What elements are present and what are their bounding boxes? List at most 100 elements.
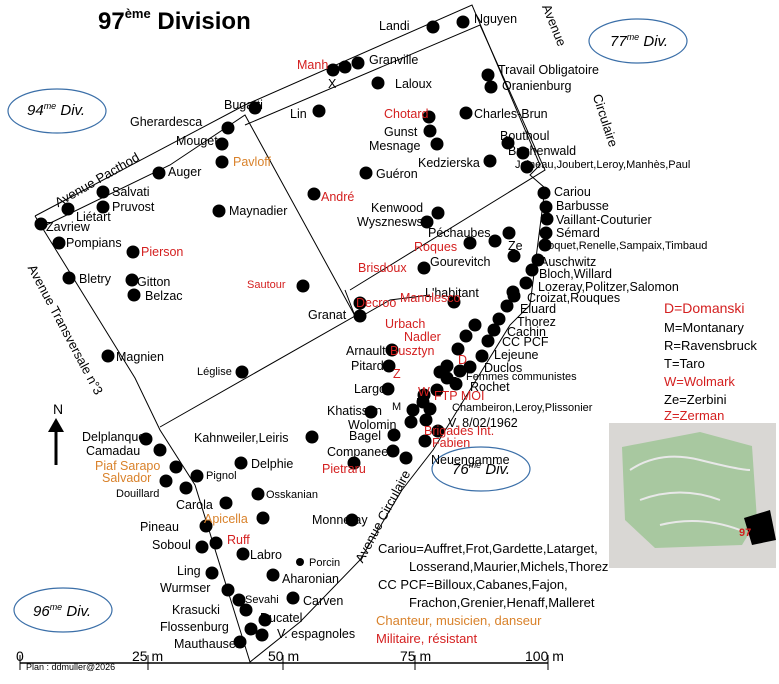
note-cariou: Cariou=Auffret,Frot,Gardette,Latarget, xyxy=(378,541,598,556)
grave-label: Moquet,Renelle,Sampaix,Timbaud xyxy=(539,240,708,252)
grave-label: Mesnage xyxy=(369,139,421,153)
grave-dot xyxy=(139,432,153,446)
grave-label: X xyxy=(328,77,337,91)
grave-label: Busztyn xyxy=(390,344,435,358)
grave-dot xyxy=(96,185,110,199)
grave-label: Monneray xyxy=(312,513,368,527)
grave-label: Landi xyxy=(379,19,410,33)
grave-label: Travail Obligatoire xyxy=(498,63,599,77)
grave-label: Urbach xyxy=(385,317,426,331)
grave-label: Barbusse xyxy=(556,199,609,213)
grave-dot xyxy=(382,359,396,373)
grave-dot xyxy=(387,428,401,442)
grave-label: Neuengamme xyxy=(431,453,510,467)
legend-zerman: Z=Zerman xyxy=(664,408,725,423)
grave-dot xyxy=(507,249,521,263)
grave-dot xyxy=(404,415,418,429)
grave-dot xyxy=(153,443,167,457)
map-title: 97ème Division xyxy=(98,6,251,35)
north-label: N xyxy=(53,401,64,417)
grave-dot xyxy=(219,496,233,510)
grave-dot xyxy=(481,68,495,82)
grave-dot xyxy=(256,511,270,525)
grave-label: Kedzierska xyxy=(418,156,480,170)
grave-dot xyxy=(351,56,365,70)
division-boundary xyxy=(34,4,546,663)
grave-label: Pineau xyxy=(140,520,179,534)
grave-label: Charles-Brun xyxy=(474,107,548,121)
grave-dot xyxy=(519,276,533,290)
grave-label: Aharonian xyxy=(282,572,339,586)
grave-label: W xyxy=(418,385,430,399)
grave-label: Magnien xyxy=(116,350,164,364)
grave-label: Delplanque xyxy=(82,430,146,444)
note-militaire: Militaire, résistant xyxy=(376,631,478,646)
path-right xyxy=(244,24,546,291)
grave-label: Wurmser xyxy=(160,581,211,595)
grave-dot xyxy=(305,430,319,444)
grave-dot xyxy=(307,187,321,201)
division-94-label: 94me Div. xyxy=(27,101,86,119)
grave-dot xyxy=(463,360,477,374)
grave-label: Femmes communistes xyxy=(466,371,577,383)
grave-dot xyxy=(205,566,219,580)
grave-label: Vaillant-Couturier xyxy=(556,213,652,227)
grave-label: Mouget xyxy=(176,134,218,148)
grave-label: Sevahi xyxy=(245,594,279,606)
grave-label: Pruvost xyxy=(112,200,155,214)
grave-dot xyxy=(215,137,229,151)
note-ccpcf-2: Frachon,Grenier,Henaff,Malleret xyxy=(409,595,595,610)
grave-label: Pierson xyxy=(141,245,184,259)
grave-dot xyxy=(516,146,530,160)
grave-dot xyxy=(244,622,258,636)
grave-dot xyxy=(96,200,110,214)
grave-label: Zavriew xyxy=(46,220,90,234)
grave-dot xyxy=(459,106,473,120)
grave-label: Wyszneswski xyxy=(357,215,432,229)
grave-dot xyxy=(488,234,502,248)
grave-label: Gitton xyxy=(137,275,171,289)
inset-97-label: 97 xyxy=(739,527,752,539)
north-arrow-head xyxy=(48,418,64,432)
grave-dot xyxy=(338,60,352,74)
grave-label: Duclos xyxy=(484,361,523,375)
grave-label: FTP MOI xyxy=(434,389,485,403)
grave-dot xyxy=(431,424,445,438)
grave-dot xyxy=(386,444,400,458)
division-77-label: 77me Div. xyxy=(610,32,669,50)
note-cariou-2: Losserand,Maurier,Michels,Thorez xyxy=(409,559,609,574)
grave-label: Bloch,Willard xyxy=(539,267,612,281)
grave-label: Douillard xyxy=(116,488,160,500)
grave-label: Mauthausen xyxy=(174,637,243,651)
grave-label: Laloux xyxy=(395,77,432,91)
grave-dot xyxy=(232,593,246,607)
grave-label: Largo xyxy=(354,382,386,396)
grave-dot xyxy=(62,271,76,285)
grave-label: Gourevitch xyxy=(430,255,491,269)
scale-50: 50 m xyxy=(268,648,300,664)
grave-label: Nadler xyxy=(404,330,441,344)
grave-label: Auschwitz xyxy=(540,255,597,269)
grave-label: Granat xyxy=(308,308,347,322)
note-ccpcf: CC PCF=Billoux,Cabanes,Fajon, xyxy=(378,577,568,592)
grave-dot xyxy=(212,204,226,218)
division-77-ellipse xyxy=(588,18,688,64)
grave-label: Cariou xyxy=(554,185,591,199)
grave-label: Sautour xyxy=(247,279,286,291)
grave-label: Pignol xyxy=(206,470,237,482)
grave-dot xyxy=(419,413,433,427)
grave-dot xyxy=(531,253,545,267)
grave-dot xyxy=(539,226,553,240)
grave-label: Flossenburg xyxy=(160,620,229,634)
grave-dot xyxy=(538,238,552,252)
grave-label: Guéron xyxy=(376,167,418,181)
grave-dot xyxy=(190,469,204,483)
grave-label: Salvador xyxy=(102,471,152,485)
grave-label: Salvati xyxy=(112,185,150,199)
note-chanteur: Chanteur, musicien, danseur xyxy=(376,613,542,628)
grave-dot xyxy=(381,382,395,396)
grave-dot xyxy=(286,591,300,605)
grave-label: Krasucki xyxy=(172,603,220,617)
division-76-label: 76me Div. xyxy=(452,460,511,478)
grave-dots xyxy=(34,15,554,649)
